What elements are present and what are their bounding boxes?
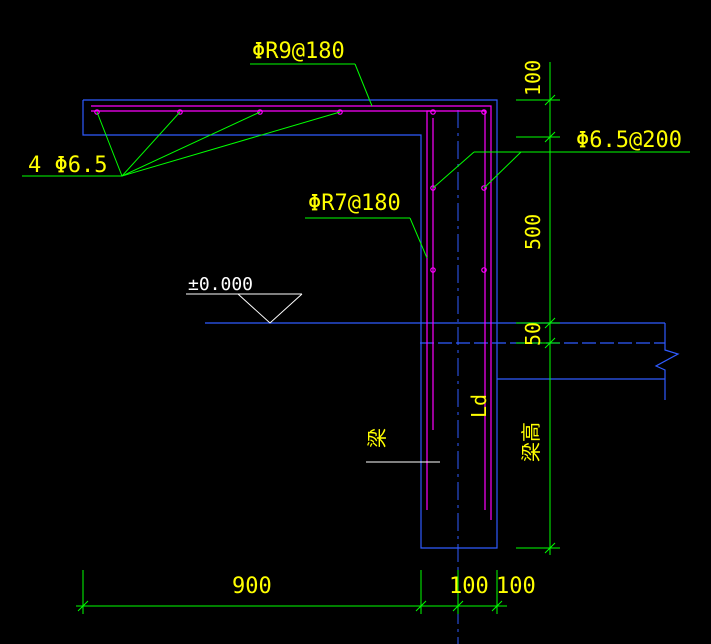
slab-bottom-rebar — [91, 105, 492, 520]
dim-text-100-a: 100 — [449, 574, 489, 599]
dim-text-50: 50 — [521, 322, 545, 346]
slab-wall-outline — [82, 99, 498, 549]
dim-tick — [544, 94, 556, 106]
beam-label: 梁 — [365, 428, 389, 448]
rebar-dot — [257, 109, 263, 115]
leader-wall-rebar — [409, 217, 428, 259]
dim-text-100-b: 100 — [496, 574, 536, 599]
leader-top-bars — [121, 111, 261, 177]
dim-text-top-100: 100 — [521, 60, 545, 96]
wall-inner-rebar — [426, 110, 432, 510]
slab-rebar-label: ΦR9@180 — [252, 39, 345, 64]
anchorage-label: Ld — [467, 394, 491, 418]
beam-height-label: 梁高 — [519, 422, 543, 462]
top-bars-label: 4 Φ6.5 — [28, 153, 107, 178]
dim-tick — [544, 317, 556, 329]
bottom-dimension-chain — [76, 570, 507, 614]
dim-tick — [544, 542, 556, 554]
rebar-dot — [337, 109, 343, 115]
rebar-dot — [481, 109, 487, 115]
rebar-dot — [430, 109, 436, 115]
elevation-marker — [186, 293, 303, 324]
rebar-dot — [481, 185, 487, 191]
elevation-label: ±0.000 — [188, 274, 253, 295]
rebar-dot — [430, 267, 436, 273]
dim-tick — [452, 600, 464, 612]
leader-top-bars — [121, 111, 341, 177]
dim-tick — [544, 337, 556, 349]
leader-stirrup — [432, 151, 475, 189]
rebar-dot — [481, 267, 487, 273]
right-dimension-chain — [516, 62, 560, 555]
concrete-outline — [82, 99, 680, 549]
leader-slab-rebar — [354, 63, 373, 107]
rebar-dot — [430, 185, 436, 191]
leader-top-bars — [121, 111, 181, 177]
dim-tick — [77, 600, 89, 612]
dim-text-900: 900 — [232, 574, 272, 599]
leader-lines — [22, 63, 690, 259]
dim-tick — [491, 600, 503, 612]
rebar-dot — [177, 109, 183, 115]
elevation-triangle — [237, 293, 303, 324]
break-symbol — [654, 323, 680, 400]
leader-top-bars — [96, 111, 123, 177]
leader-stirrup — [483, 151, 522, 189]
dim-tick — [544, 131, 556, 143]
dim-tick — [415, 600, 427, 612]
rebar-group — [91, 105, 492, 520]
wall-rebar-label: ΦR7@180 — [308, 191, 401, 216]
dim-text-500: 500 — [521, 214, 545, 250]
rebar-dot — [94, 109, 100, 115]
stirrup-label: Φ6.5@200 — [576, 128, 682, 153]
slab-top-rebar — [91, 110, 486, 510]
